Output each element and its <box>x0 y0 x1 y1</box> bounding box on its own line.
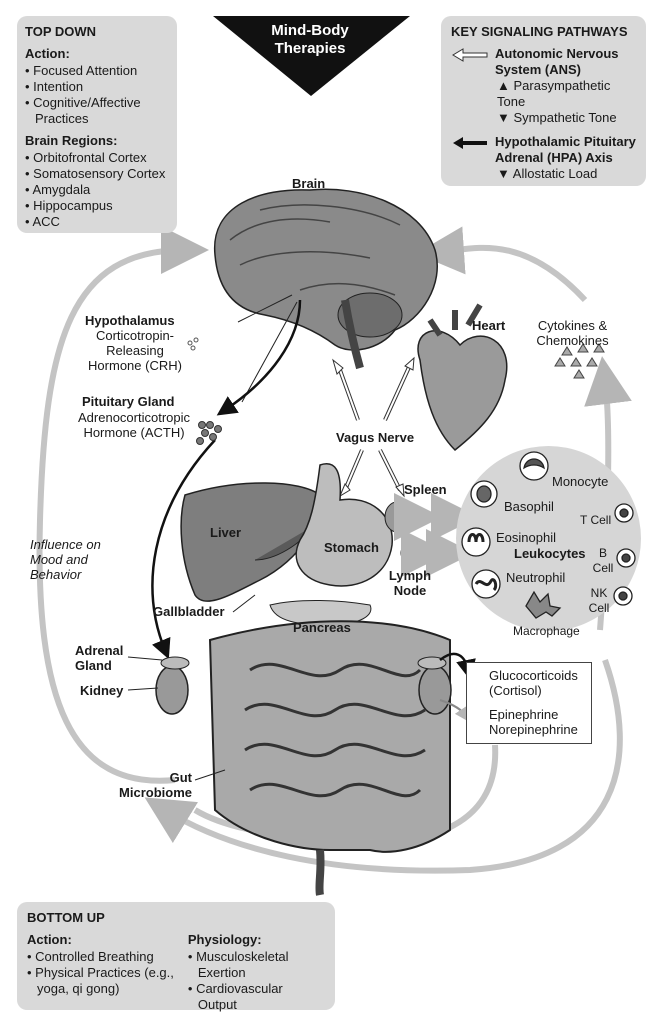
pancreas-illustration <box>269 599 372 626</box>
triangle-up-icon: ▲ <box>497 78 510 93</box>
brain-illustration <box>214 188 438 370</box>
top-down-regions-heading: Brain Regions: <box>25 133 118 148</box>
influence-label: Influence on Mood and Behavior <box>30 537 101 582</box>
lymph-label: Lymph Node <box>388 568 432 598</box>
epinephrine-label: Epinephrine Norepinephrine <box>489 707 578 737</box>
tcell-label: T Cell <box>580 513 612 527</box>
eosinophil-label: Eosinophil <box>496 530 556 545</box>
stomach-label: Stomach <box>324 540 379 555</box>
bottom-up-action-list: Controlled Breathing Physical Practices … <box>27 949 174 997</box>
hormone-box: Glucocorticoids (Cortisol) Epinephrine N… <box>466 662 592 744</box>
ans-label: Autonomic Nervous System (ANS) <box>495 46 619 77</box>
list-item: Cardiovascular Output <box>188 981 325 1013</box>
leukocytes-title: Leukocytes <box>514 546 586 561</box>
hpa-arrow-brain <box>216 299 302 416</box>
bottom-up-action-heading: Action: <box>27 932 72 947</box>
top-down-action-heading: Action: <box>25 46 70 61</box>
right-loop-lower <box>144 659 623 874</box>
leukocyte-cells <box>461 451 636 619</box>
bottom-up-physiology-list: Musculoskeletal Exertion Cardiovascular … <box>188 949 325 1013</box>
bottom-up-physiology-heading: Physiology: <box>187 932 262 947</box>
hpa-arrow-adrenal <box>151 439 216 660</box>
macrophage-label: Macrophage <box>513 624 580 638</box>
crh-label: Corticotropin-Releasing Hormone (CRH) <box>88 328 182 373</box>
top-down-region-list: Orbitofrontal Cortex Somatosensory Corte… <box>25 150 169 230</box>
liver-illustration <box>180 482 322 602</box>
list-item: Amygdala <box>25 182 169 198</box>
top-down-action-list: Focused Attention Intention Cognitive/Af… <box>25 63 169 127</box>
list-item: Somatosensory Cortex <box>25 166 169 182</box>
neutrophil-label: Neutrophil <box>506 570 566 585</box>
bottom-up-title: BOTTOM UP <box>27 910 105 925</box>
solid-arrow-icon <box>453 137 487 149</box>
bottom-up-action-column: Action: Controlled Breathing Physical Pr… <box>27 932 174 1013</box>
vagus-label: Vagus Nerve <box>336 430 415 445</box>
cytokines-label: Cytokines & Chemokines <box>536 318 609 348</box>
hpa-down-label: Allostatic Load <box>512 166 598 181</box>
triangle-down-icon: ▼ <box>497 110 510 125</box>
bcell-label: B Cell <box>592 546 614 575</box>
list-item: Focused Attention <box>25 63 169 79</box>
top-down-panel: TOP DOWN Action: Focused Attention Inten… <box>17 16 177 233</box>
key-pathways-panel: KEY SIGNALING PATHWAYS Autonomic Nervous… <box>441 16 646 186</box>
acth-label: Adrenocorticotropic Hormone (ACTH) <box>78 410 190 440</box>
list-item: Physical Practices (e.g., yoga, qi gong) <box>27 965 174 997</box>
list-item: Hippocampus <box>25 198 169 214</box>
hpa-down-row: ▼ Allostatic Load <box>451 166 636 182</box>
ans-down-label: Sympathetic Tone <box>513 110 617 125</box>
brain-label: Brain <box>292 176 326 191</box>
banner-line-1: Mind-Body <box>271 22 349 39</box>
list-item: Cognitive/Affective Practices <box>25 95 169 127</box>
list-item: Musculoskeletal Exertion <box>188 949 325 981</box>
glucocorticoids-label: Glucocorticoids (Cortisol) <box>489 668 578 698</box>
banner-line-2: Therapies <box>274 40 346 57</box>
right-loop-arrow <box>416 226 588 303</box>
ans-up-row: ▲ Parasympathetic Tone <box>451 78 636 110</box>
hypothalamus-label: Hypothalamus <box>85 313 175 328</box>
ans-row: Autonomic Nervous System (ANS) <box>451 46 636 78</box>
bottom-up-physiology-column: Physiology: Musculoskeletal Exertion Car… <box>188 932 325 1013</box>
liver-label: Liver <box>210 525 242 540</box>
triangle-down-icon: ▼ <box>497 166 510 181</box>
left-loop-arrow <box>36 226 209 784</box>
banner-title: Mind-Body Therapies <box>230 22 390 58</box>
spleen-illustration <box>384 501 410 533</box>
basophil-label: Basophil <box>504 499 554 514</box>
ans-down-row: ▼ Sympathetic Tone <box>451 110 636 126</box>
list-item: Orbitofrontal Cortex <box>25 150 169 166</box>
lymph-node-illustration <box>400 542 422 564</box>
open-arrow-icon <box>452 48 488 62</box>
banner-triangle <box>213 16 410 96</box>
heart-label: Heart <box>472 318 506 333</box>
key-pathways-title: KEY SIGNALING PATHWAYS <box>451 24 628 39</box>
nkcell-label: NK Cell <box>588 586 610 615</box>
heart-illustration <box>417 303 508 452</box>
hpa-row: Hypothalamic Pituitary Adrenal (HPA) Axi… <box>451 134 636 166</box>
spleen-label: Spleen <box>404 482 447 497</box>
pituitary-label: Pituitary Gland <box>82 394 175 409</box>
leukocytes-panel: Monocyte Basophil Eosinophil Leukocytes … <box>456 446 641 638</box>
pancreas-label: Pancreas <box>293 620 351 635</box>
stomach-illustration <box>295 463 393 587</box>
list-item: ACC <box>25 214 169 230</box>
adrenal-label: Adrenal Gland <box>75 643 124 673</box>
top-down-title: TOP DOWN <box>25 24 97 39</box>
left-kidney-illustration <box>155 656 190 715</box>
bottom-up-panel: BOTTOM UP Action: Controlled Breathing P… <box>17 902 335 1013</box>
kidney-label: Kidney <box>80 683 124 698</box>
gut-label: Gut Microbiome <box>119 770 192 800</box>
gallbladder-label: Gallbladder <box>153 604 225 619</box>
list-item: Intention <box>25 79 169 95</box>
monocyte-label: Monocyte <box>552 474 609 489</box>
list-item: Controlled Breathing <box>27 949 174 965</box>
intestines-illustration <box>208 620 451 896</box>
hpa-label: Hypothalamic Pituitary Adrenal (HPA) Axi… <box>495 134 636 165</box>
ans-up-label: Parasympathetic Tone <box>497 78 611 109</box>
